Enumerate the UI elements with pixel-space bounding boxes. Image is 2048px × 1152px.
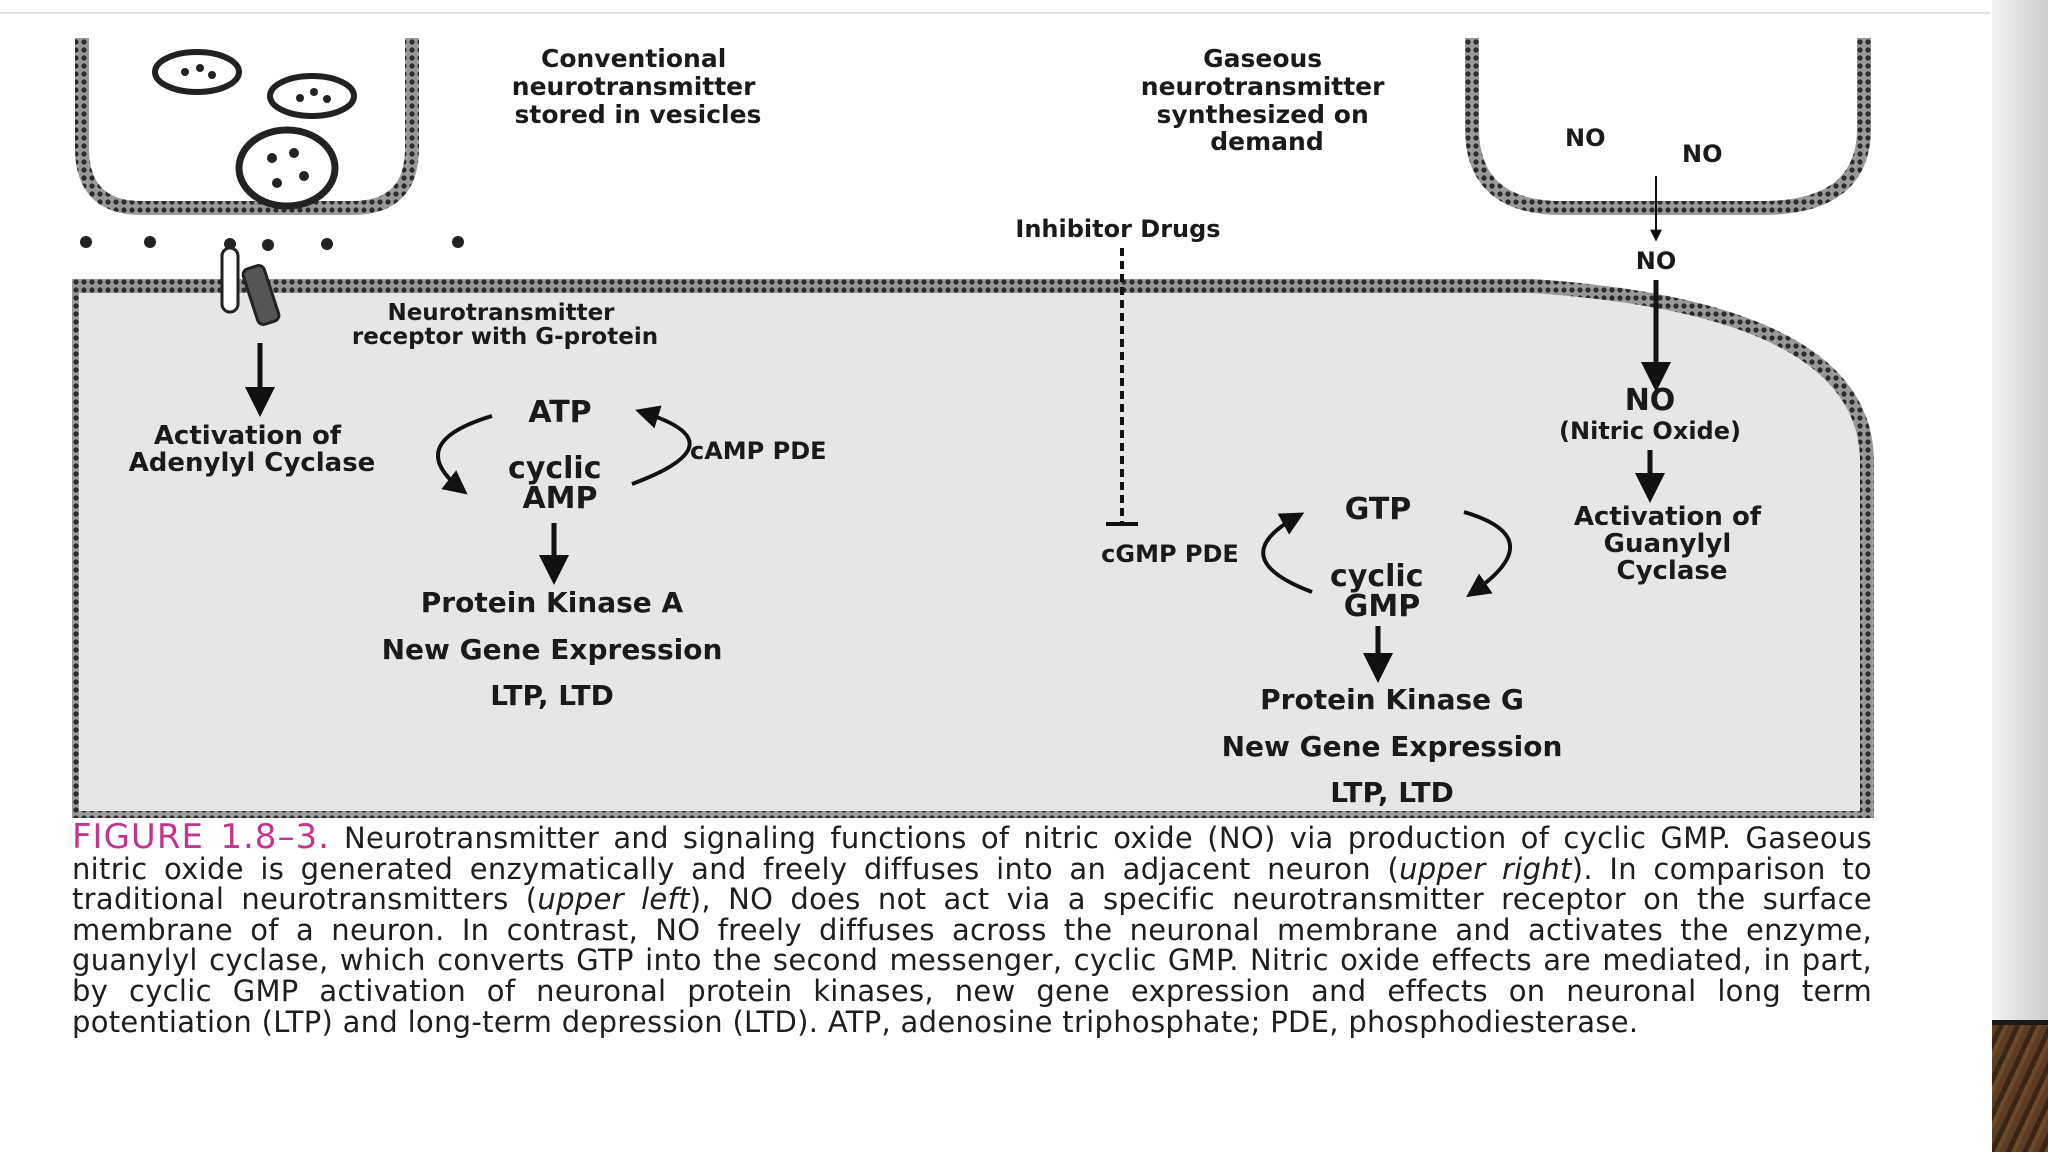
released-transmitter (80, 236, 464, 251)
atp-label: ATP (528, 395, 591, 430)
vesicle (152, 49, 242, 95)
no-in-terminal-1: NO (1565, 124, 1606, 152)
postsynaptic-cell (72, 279, 1874, 818)
nitric-oxide-label: NO (1625, 383, 1676, 418)
nitric-oxide-sub-label: (Nitric Oxide) (1559, 417, 1741, 445)
pkg-label: Protein Kinase G (1260, 683, 1524, 716)
gtp-label: GTP (1345, 492, 1412, 527)
cyclic-amp-label: cyclic AMP (508, 451, 612, 516)
camp-to-atp-arrow (631, 405, 692, 486)
top-divider (0, 12, 1990, 14)
nitric-oxide-figure: Conventional neurotransmitter stored in … (72, 38, 1876, 818)
gene-expression-left: New Gene Expression (382, 633, 723, 666)
presynaptic-terminal-right (1465, 38, 1871, 215)
vesicle-fusing (235, 126, 339, 210)
ltp-ltd-right: LTP, LTD (1330, 776, 1454, 809)
figure-caption: FIGURE 1.8–3. Neurotransmitter and signa… (72, 817, 1872, 1039)
cgmp-to-gtp-arrow (1261, 512, 1313, 594)
gene-expression-right: New Gene Expression (1222, 730, 1563, 763)
ltp-ltd-left: LTP, LTD (490, 679, 614, 712)
cyclic-gmp-label: cyclic GMP (1330, 559, 1434, 624)
conventional-label: Conventional neurotransmitter stored in … (512, 44, 764, 129)
atp-to-camp-arrow (436, 414, 493, 495)
camp-pde-label: cAMP PDE (690, 437, 827, 465)
inhibitor-drugs-label: Inhibitor Drugs (1015, 215, 1220, 243)
vesicle (267, 73, 357, 119)
pka-label: Protein Kinase A (421, 586, 684, 619)
receptor-label: Neurotransmitter receptor with G-protein (352, 300, 658, 350)
adenylyl-label: Activation of Adenylyl Cyclase (129, 421, 376, 478)
figure-number: FIGURE 1.8–3. (72, 817, 330, 857)
no-diffusing: NO (1636, 247, 1677, 275)
window-glass (1992, 0, 2048, 1020)
guanylyl-label: Activation of Guanylyl Cyclase (1574, 502, 1770, 586)
gtp-to-cgmp-arrow (1463, 510, 1513, 598)
adjacent-window-edge (1992, 0, 2048, 1152)
g-protein-receptor (220, 246, 281, 326)
wood-texture (1992, 1025, 2048, 1152)
cgmp-pde-label: cGMP PDE (1101, 540, 1239, 568)
gaseous-label: Gaseous neurotransmitter synthesized on … (1141, 44, 1393, 156)
no-in-terminal-2: NO (1682, 140, 1723, 168)
